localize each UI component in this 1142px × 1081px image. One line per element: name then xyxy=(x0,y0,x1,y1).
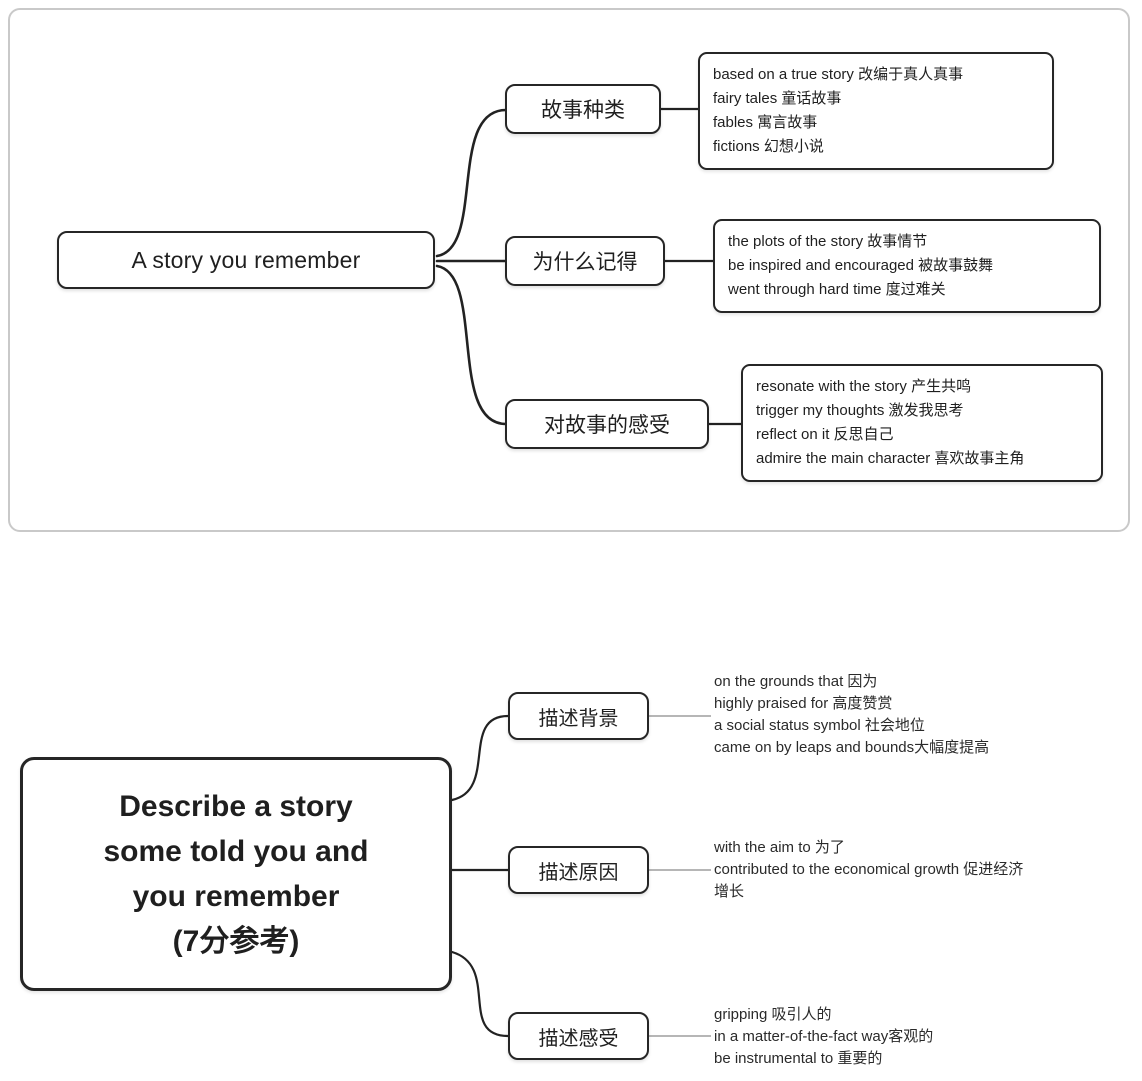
phrase-item: fables 寓言故事 xyxy=(713,114,818,131)
branch-node-background: 描述背景 xyxy=(508,692,649,740)
text-block-background: on the grounds that 因为 highly praised fo… xyxy=(714,671,1134,759)
branch-node-feeling: 描述感受 xyxy=(508,1012,649,1060)
branch-label-story-types: 故事种类 xyxy=(541,99,625,122)
phrase-item: on the grounds that 因为 xyxy=(714,673,878,690)
phrase-item: based on a true story 改编于真人真事 xyxy=(713,66,964,83)
detail-box-why-remember: the plots of the story 故事情节 be inspired … xyxy=(713,219,1101,313)
phrase-item: highly praised for 高度赞赏 xyxy=(714,695,893,712)
phrase-item: reflect on it 反思自己 xyxy=(756,426,894,443)
detail-box-story-types: based on a true story 改编于真人真事 fairy tale… xyxy=(698,52,1054,170)
branch-node-story-types: 故事种类 xyxy=(505,84,661,134)
branch-node-feelings: 对故事的感受 xyxy=(505,399,709,449)
phrase-item: came on by leaps and bounds大幅度提高 xyxy=(714,739,990,756)
bottom-root-line: (7分参考) xyxy=(172,925,300,958)
branch-label-background: 描述背景 xyxy=(538,707,619,730)
phrase-item: the plots of the story 故事情节 xyxy=(728,233,928,250)
bottom-root-node: Describe a story some told you and you r… xyxy=(20,757,452,991)
text-block-feeling: gripping 吸引人的 in a matter-of-the-fact wa… xyxy=(714,1004,1114,1070)
bottom-root-line: you remember xyxy=(132,880,340,913)
bottom-root-line: Describe a story xyxy=(119,790,353,823)
phrase-item: a social status symbol 社会地位 xyxy=(714,717,925,734)
branch-label-why-remember: 为什么记得 xyxy=(532,251,638,274)
branch-label-feelings: 对故事的感受 xyxy=(544,414,670,437)
phrase-item: be inspired and encouraged 被故事鼓舞 xyxy=(728,257,994,274)
branch-node-reason: 描述原因 xyxy=(508,846,649,894)
phrase-item: gripping 吸引人的 xyxy=(714,1006,832,1023)
text-block-reason: with the aim to 为了 contributed to the ec… xyxy=(714,837,1036,903)
phrase-item: trigger my thoughts 激发我思考 xyxy=(756,402,964,419)
branch-label-reason: 描述原因 xyxy=(538,861,619,884)
phrase-item: admire the main character 喜欢故事主角 xyxy=(756,450,1025,467)
phrase-item: went through hard time 度过难关 xyxy=(728,281,946,298)
phrase-item: with the aim to 为了 xyxy=(714,839,845,856)
branch-node-why-remember: 为什么记得 xyxy=(505,236,665,286)
bottom-root-line: some told you and xyxy=(103,835,369,868)
branch-label-feeling: 描述感受 xyxy=(538,1027,619,1050)
phrase-item: in a matter-of-the-fact way客观的 xyxy=(714,1028,934,1045)
top-root-label: A story you remember xyxy=(131,246,361,273)
phrase-item: be instrumental to 重要的 xyxy=(714,1050,883,1067)
top-root-node: A story you remember xyxy=(57,231,435,289)
phrase-item: fairy tales 童话故事 xyxy=(713,90,842,107)
phrase-item: resonate with the story 产生共鸣 xyxy=(756,378,972,395)
phrase-item: fictions 幻想小说 xyxy=(713,138,824,155)
detail-box-feelings: resonate with the story 产生共鸣 trigger my … xyxy=(741,364,1103,482)
phrase-item: contributed to the economical growth 促进经… xyxy=(714,861,1024,900)
